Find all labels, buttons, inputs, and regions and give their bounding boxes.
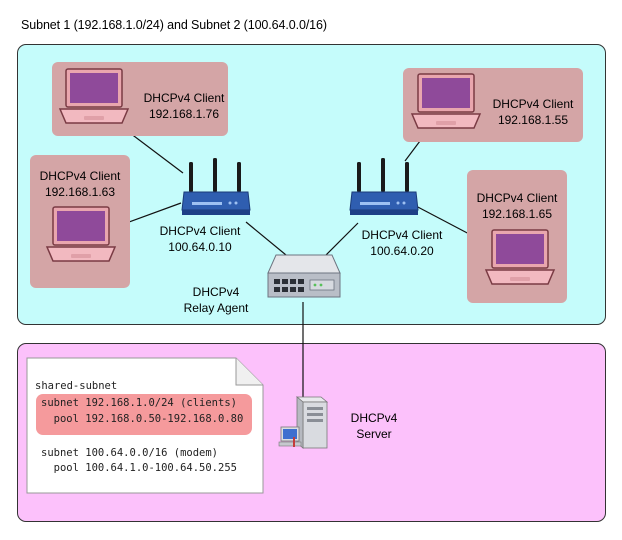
server-icon	[278, 396, 329, 449]
config-subnet1: subnet 192.168.1.0/24 (clients)	[41, 397, 237, 409]
config-pool1: pool 192.168.0.50-192.168.0.80	[41, 413, 244, 425]
server-label: DHCPv4 Server	[344, 410, 404, 442]
client-4-label: DHCPv4 Client 192.168.1.65	[467, 190, 567, 222]
modem-2-role: DHCPv4 Client	[361, 228, 443, 242]
client-1-role: DHCPv4 Client	[143, 91, 225, 105]
modem-1-role: DHCPv4 Client	[159, 224, 241, 238]
laptop-icon	[45, 206, 117, 262]
client-2-role: DHCPv4 Client	[39, 169, 121, 183]
relay-label: DHCPv4 Relay Agent	[166, 284, 266, 316]
modem-2-ip: 100.64.0.20	[370, 244, 434, 258]
client-3-ip: 192.168.1.55	[497, 113, 569, 127]
client-1-label: DHCPv4 Client 192.168.1.76	[139, 90, 229, 122]
router-icon	[181, 158, 251, 215]
client-4-role: DHCPv4 Client	[476, 191, 558, 205]
switch-icon	[267, 254, 341, 298]
client-4-ip: 192.168.1.65	[481, 207, 553, 221]
relay-line1: DHCPv4	[192, 285, 240, 299]
config-subnet2: subnet 100.64.0.0/16 (modem)	[41, 447, 219, 459]
laptop-icon	[58, 68, 130, 124]
client-2-label: DHCPv4 Client 192.168.1.63	[30, 168, 130, 200]
router-icon	[349, 158, 419, 215]
modem-1-ip: 100.64.0.10	[168, 240, 232, 254]
config-pool2: pool 100.64.1.0-100.64.50.255	[41, 462, 237, 474]
laptop-icon	[484, 229, 556, 285]
modem-2-label: DHCPv4 Client 100.64.0.20	[352, 227, 452, 259]
server-line2: Server	[356, 427, 392, 441]
client-1-ip: 192.168.1.76	[148, 107, 220, 121]
client-2-ip: 192.168.1.63	[44, 185, 116, 199]
client-3-label: DHCPv4 Client 192.168.1.55	[488, 96, 578, 128]
subnet1-highlight	[36, 394, 252, 435]
diagram-title: Subnet 1 (192.168.1.0/24) and Subnet 2 (…	[21, 18, 327, 32]
client-3-role: DHCPv4 Client	[492, 97, 574, 111]
relay-line2: Relay Agent	[183, 301, 249, 315]
server-line1: DHCPv4	[350, 411, 398, 425]
config-header: shared-subnet	[35, 380, 118, 392]
modem-1-label: DHCPv4 Client 100.64.0.10	[150, 223, 250, 255]
laptop-icon	[410, 73, 482, 129]
